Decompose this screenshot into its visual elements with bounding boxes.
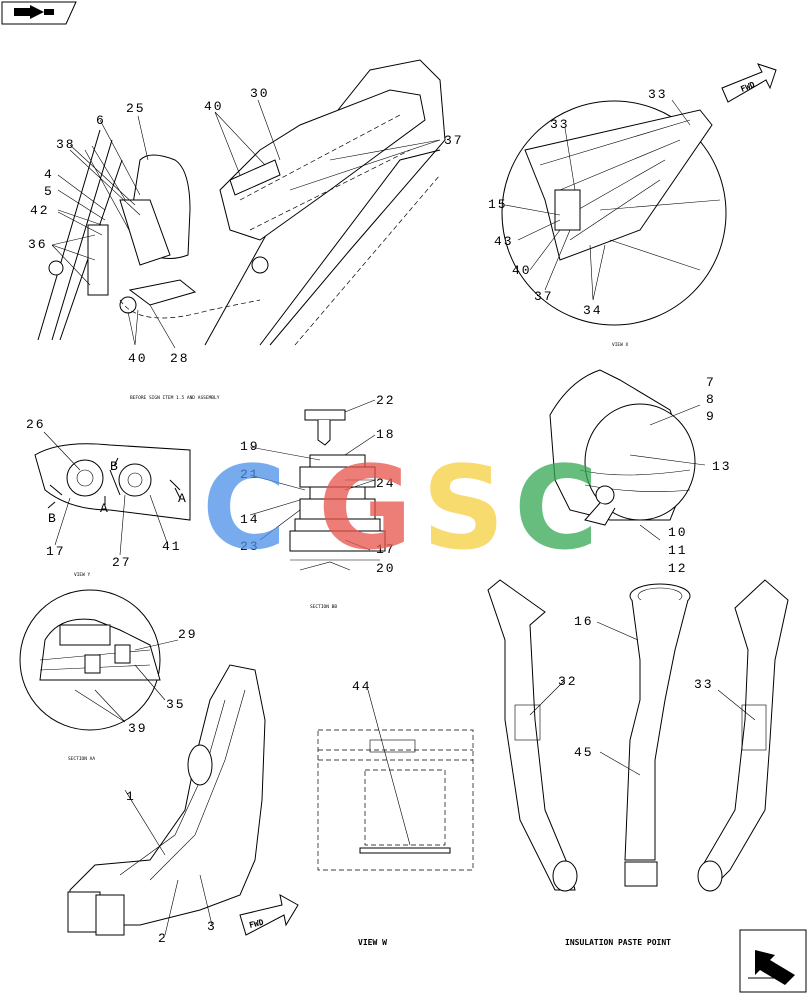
callout-33-top: 33: [648, 87, 668, 102]
callout-17-view-y: 17: [46, 544, 66, 559]
callout-37-roof: 37: [444, 133, 464, 148]
callout-34: 34: [583, 303, 603, 318]
callout-40-left: 40: [128, 351, 148, 366]
view-y-detail: [34, 431, 191, 556]
lower-duct-assembly: [67, 664, 266, 936]
watermark-letter: G: [318, 442, 412, 576]
leader-lines-top-right: [504, 99, 691, 301]
watermark-logo: C G S C: [202, 442, 598, 576]
callout-11: 11: [668, 543, 688, 558]
callout-28: 28: [170, 351, 190, 366]
caption-view-w: VIEW W: [358, 938, 387, 947]
callout-12: 12: [668, 561, 688, 576]
callout-24: 24: [376, 476, 396, 491]
callout-4: 4: [44, 167, 54, 182]
duct-collar-detail: [549, 369, 706, 541]
section-marker-b-top: B: [110, 459, 120, 474]
roof-panel-assembly: [204, 59, 446, 346]
caption-section-aa: SECTION AA: [68, 756, 95, 762]
callout-8: 8: [706, 392, 716, 407]
callout-7: 7: [706, 375, 716, 390]
callout-44: 44: [352, 679, 372, 694]
callout-16: 16: [574, 614, 594, 629]
callout-3: 3: [207, 919, 217, 934]
watermark-letter: C: [514, 442, 598, 576]
callout-30: 30: [250, 86, 270, 101]
fwd-label-bottom: FWD: [248, 918, 264, 930]
caption-before-sign: BEFORE SIGN ITEM 1.5 AND ASSEMBLY: [130, 395, 220, 401]
insulation-duct-right: [697, 579, 789, 892]
watermark-letter: C: [202, 442, 286, 576]
callout-39: 39: [128, 721, 148, 736]
section-marker-a-left: A: [100, 501, 110, 516]
callout-17-section-bb: 17: [376, 542, 396, 557]
callout-25: 25: [126, 101, 146, 116]
callout-1: 1: [126, 789, 136, 804]
section-marker-b-bottom: B: [48, 511, 58, 526]
leader-lines-top-left: [51, 99, 441, 349]
callout-13: 13: [712, 459, 732, 474]
section-marker-a-right: A: [178, 491, 188, 506]
caption-section-bb: SECTION BB: [310, 604, 337, 610]
callout-27: 27: [112, 555, 132, 570]
callout-41: 41: [162, 539, 182, 554]
callout-6: 6: [96, 113, 106, 128]
callout-40-roof: 40: [204, 99, 224, 114]
callout-29: 29: [178, 627, 198, 642]
watermark-letter: S: [422, 442, 505, 576]
callout-43: 43: [494, 234, 514, 249]
caption-view-x: VIEW X: [612, 342, 629, 348]
callout-18: 18: [376, 427, 396, 442]
callout-21: 21: [240, 467, 260, 482]
callout-10: 10: [668, 525, 688, 540]
fwd-arrow-top: FWD: [721, 63, 777, 103]
callout-19: 19: [240, 439, 260, 454]
view-w-panel: [317, 689, 474, 871]
callout-15: 15: [488, 197, 508, 212]
section-bb-key-assembly: [249, 399, 386, 571]
back-arrow-icon[interactable]: [739, 929, 807, 993]
caption-insulation-paste-point: INSULATION PASTE POINT: [565, 938, 671, 947]
view-x-detail: [501, 100, 727, 326]
callout-20: 20: [376, 561, 396, 576]
callout-40-view-x: 40: [512, 263, 532, 278]
callout-14: 14: [240, 512, 260, 527]
next-page-arrow-icon[interactable]: [1, 1, 77, 25]
callout-45: 45: [574, 745, 594, 760]
cab-headrest-assembly: [37, 129, 261, 341]
fwd-arrow-bottom: FWD: [239, 894, 299, 936]
callout-23: 23: [240, 539, 260, 554]
caption-view-y: VIEW Y: [74, 572, 91, 578]
callout-22: 22: [376, 393, 396, 408]
callout-35: 35: [166, 697, 186, 712]
callout-2: 2: [158, 931, 168, 946]
callout-36: 36: [28, 237, 48, 252]
callout-37-view-x: 37: [534, 289, 554, 304]
insulation-duct-center: [596, 583, 691, 887]
insulation-duct-left: [487, 579, 578, 892]
callout-33-mid: 33: [550, 117, 570, 132]
callout-5: 5: [44, 184, 54, 199]
section-aa-detail: [19, 589, 179, 731]
callout-32: 32: [558, 674, 578, 689]
callout-38: 38: [56, 137, 76, 152]
callout-42: 42: [30, 203, 50, 218]
callout-33-duct: 33: [694, 677, 714, 692]
callout-26: 26: [26, 417, 46, 432]
callout-9: 9: [706, 409, 716, 424]
